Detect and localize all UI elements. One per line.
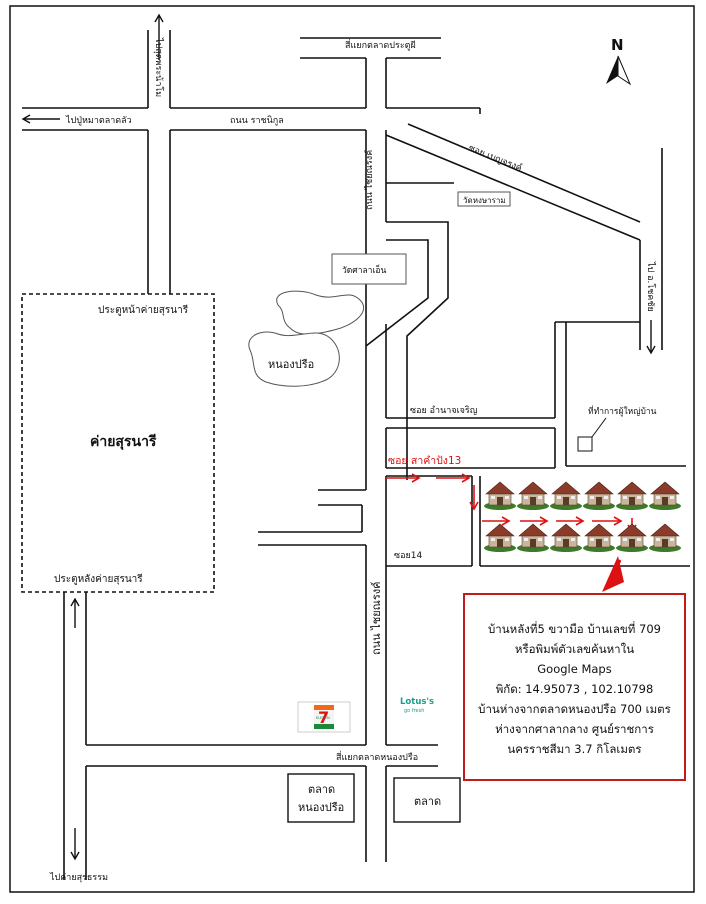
camp-name-label: ค่ายสุรนารี <box>90 434 157 450</box>
north-arrow: N <box>606 36 632 86</box>
camp-rear-gate-label: ประตูหลังค่ายสุรนารี <box>54 573 143 585</box>
road-network <box>22 30 690 880</box>
house-icon <box>550 481 582 510</box>
nongprue-market-box <box>287 773 355 823</box>
house-icon <box>616 481 648 510</box>
chaiyanarong-upper-label: ถนน ไชยณรงค์ <box>363 150 375 210</box>
lotus-name: Lotus's <box>400 697 434 707</box>
house-icon <box>583 523 615 552</box>
soi-sakhampang-label: ซอย สาคำปัง13 <box>388 455 461 467</box>
north-exit-label: ไปสุดพระน้าโม <box>153 37 164 97</box>
ratchanikul-road-label: ถนน ราชนิกูล <box>230 115 284 126</box>
to-chokchai-label: ไป อ.โชคชัย <box>645 261 656 312</box>
house-icon <box>517 523 549 552</box>
camp-area <box>21 293 215 593</box>
pond-shape-lower <box>248 331 340 387</box>
seven-eleven-logo: 7 ELEVEN <box>297 701 351 733</box>
top-junction-label: สี่แยกตลาดประตูผี <box>345 38 416 51</box>
wat-sala-en-label: วัดศาลาเอ็น <box>342 264 386 276</box>
south-exit-label: ไปค่ายสุรธรรม <box>49 872 108 883</box>
soi-amnat-label: ซอย อำนาจเจริญ <box>410 405 478 416</box>
soi-benchang-label: ซอย เบญจรงค์ <box>467 142 524 174</box>
info-line-4: พิกัด: 14.95073 , 102.10798 <box>495 682 654 696</box>
wat-sala-en-box <box>331 253 407 285</box>
market-box <box>393 777 461 823</box>
seven-eleven-number: 7 <box>318 708 329 727</box>
info-box: บ้านหลังที่5 ขวามือ บ้านเลขที่ 709 หรือพ… <box>463 593 686 781</box>
direction-arrows <box>21 13 656 861</box>
nongprue-market-line1: ตลาด <box>308 783 335 796</box>
house-icon <box>649 481 681 510</box>
nongprue-market-line2: หนองปรือ <box>298 801 344 814</box>
village-head-label: ที่ทำการผู้ใหญ่บ้าน <box>588 405 657 417</box>
north-arrow-right <box>617 55 632 86</box>
pond-shape <box>276 290 365 335</box>
soi14-label: ซอย14 <box>394 551 423 561</box>
house-icon <box>616 523 648 552</box>
west-exit-label: ไปปู่หมาตลาดลัว <box>65 115 132 126</box>
north-letter: N <box>611 36 624 54</box>
houses-group <box>484 481 681 552</box>
bottom-junction-label: สี่แยกตลาดหนองปรือ <box>336 750 418 763</box>
wat-nong-yaram-box <box>457 191 511 207</box>
market-label: ตลาด <box>414 795 441 808</box>
info-line-3: Google Maps <box>537 662 612 676</box>
info-line-2: หรือพิมพ์ตัวเลขค้นหาใน <box>514 642 635 656</box>
info-line-7: นครราชสีมา 3.7 กิโลเมตร <box>507 742 642 756</box>
house-icon <box>583 481 615 510</box>
lotus-logo: Lotus's go fresh <box>400 697 434 714</box>
seven-eleven-word: ELEVEN <box>316 716 330 720</box>
house-icon <box>550 523 582 552</box>
house-icon <box>484 481 516 510</box>
house-icon <box>484 523 516 552</box>
house-icon <box>517 481 549 510</box>
pond-label: หนองปรือ <box>268 358 314 371</box>
map-border <box>9 5 695 893</box>
info-line-6: ห่างจากศาลากลาง ศูนย์ราชการ <box>495 722 654 736</box>
north-arrow-left <box>606 56 618 84</box>
village-head-marker <box>577 436 593 452</box>
info-line-5: บ้านห่างจากตลาดหนองปรือ 700 เมตร <box>478 702 671 716</box>
house-icon <box>649 523 681 552</box>
route-arrows <box>386 473 637 592</box>
chaiyanarong-lower-label: ถนน ไชยณรงค์ <box>370 582 383 655</box>
camp-front-gate-label: ประตูหน้าค่ายสุรนารี <box>98 304 189 316</box>
info-line-1: บ้านหลังที่5 ขวามือ บ้านเลขที่ 709 <box>488 622 661 636</box>
lotus-sub: go fresh <box>404 708 424 714</box>
wat-nong-yaram-label: วัดหงษาราม <box>463 196 506 205</box>
